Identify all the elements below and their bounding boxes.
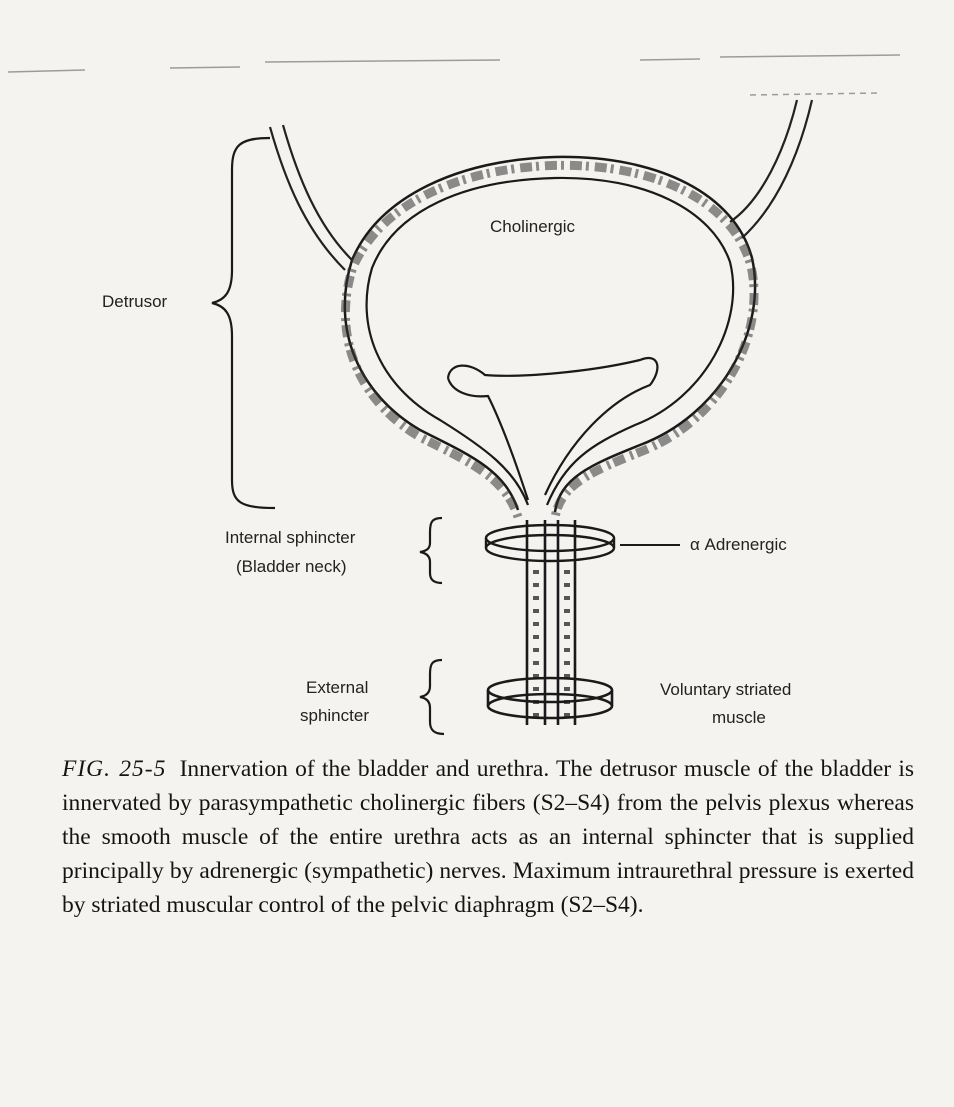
- scan-artifact-lines: [8, 55, 900, 95]
- ureter-left: [270, 125, 352, 270]
- external-sphincter-brace: [420, 660, 444, 734]
- bladder-wall: [345, 157, 755, 519]
- cholinergic-label: Cholinergic: [490, 216, 575, 238]
- caption-text: Innervation of the bladder and urethra. …: [62, 756, 914, 918]
- external-sphincter-label-line2: sphincter: [300, 705, 369, 727]
- figure-number: FIG. 25-5: [62, 756, 166, 782]
- alpha-adrenergic-label: α Adrenergic: [690, 534, 787, 556]
- bladder-neck-label: (Bladder neck): [236, 556, 347, 578]
- figure-caption: FIG. 25-5 Innervation of the bladder and…: [62, 752, 914, 922]
- detrusor-label: Detrusor: [102, 291, 167, 313]
- voluntary-striated-label-line2: muscle: [712, 707, 766, 729]
- internal-sphincter-label: Internal sphincter: [225, 527, 355, 549]
- detrusor-brace: [212, 138, 275, 508]
- ureter-right: [730, 100, 812, 238]
- voluntary-striated-label-line1: Voluntary striated: [660, 679, 791, 701]
- external-sphincter-label-line1: External: [306, 677, 368, 699]
- internal-sphincter-brace: [420, 518, 442, 583]
